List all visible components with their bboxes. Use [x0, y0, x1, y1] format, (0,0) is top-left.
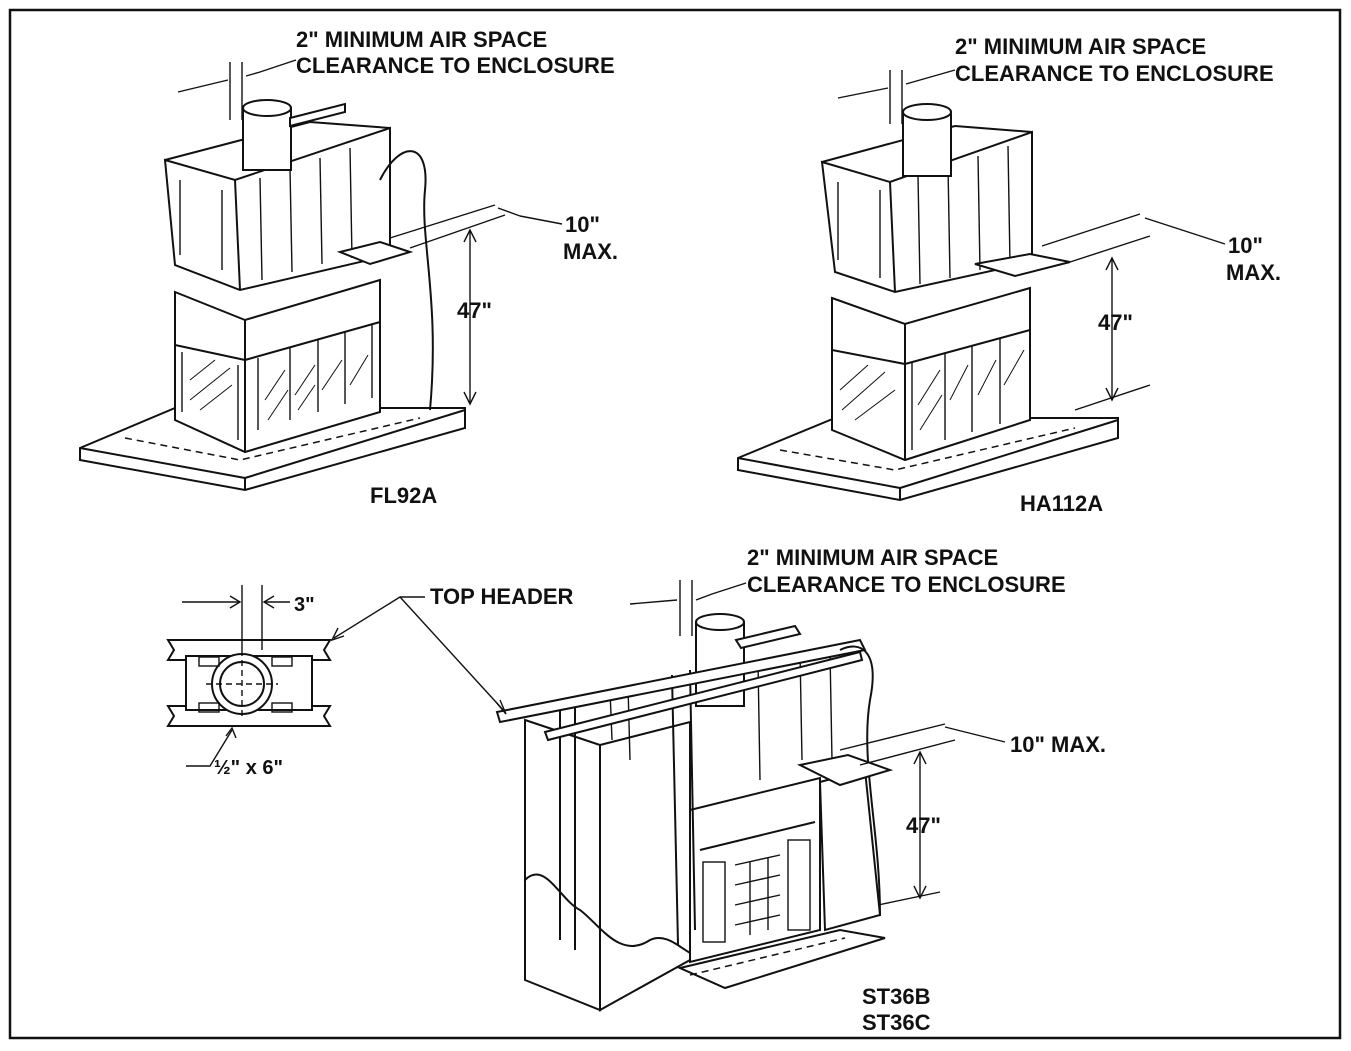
fl92a-clearance-line1: 2" MINIMUM AIR SPACE: [296, 27, 547, 52]
fl92a-drawing: [79, 59, 563, 492]
ha112a-max-line2: MAX.: [1226, 260, 1281, 285]
ha112a-clearance-line2: CLEARANCE TO ENCLOSURE: [955, 61, 1274, 86]
ha112a-clearance-line1: 2" MINIMUM AIR SPACE: [955, 34, 1206, 59]
top-header-label: TOP HEADER: [430, 584, 574, 609]
diagram-border: [8, 8, 1342, 1040]
fl92a-max-line2: MAX.: [563, 239, 618, 264]
top-header-offset-dimension: 3": [294, 594, 315, 616]
st36-clearance-line2: CLEARANCE TO ENCLOSURE: [747, 572, 1066, 597]
ha112a-height-dimension: 47": [1098, 310, 1133, 335]
ha112a-max-line1: 10": [1228, 233, 1263, 258]
top-header-size-dimension: ½" x 6": [214, 757, 283, 779]
st36-max-label: 10" MAX.: [1010, 732, 1106, 757]
st36-height-dimension: 47": [906, 813, 941, 838]
fl92a-max-line1: 10": [565, 212, 600, 237]
fl92a-clearance-line2: CLEARANCE TO ENCLOSURE: [296, 53, 615, 78]
ha112a-drawing: [737, 69, 1226, 502]
ha112a-model-label: HA112A: [1020, 491, 1103, 516]
st36c-model-label: ST36C: [862, 1010, 931, 1035]
top-header-leaders: [330, 596, 507, 715]
fl92a-height-dimension: 47": [457, 298, 492, 323]
st36-clearance-line1: 2" MINIMUM AIR SPACE: [747, 545, 998, 570]
st36-drawing: [495, 580, 1006, 1012]
top-header-detail: [166, 585, 332, 767]
st36b-model-label: ST36B: [862, 984, 930, 1009]
fl92a-model-label: FL92A: [370, 483, 437, 508]
